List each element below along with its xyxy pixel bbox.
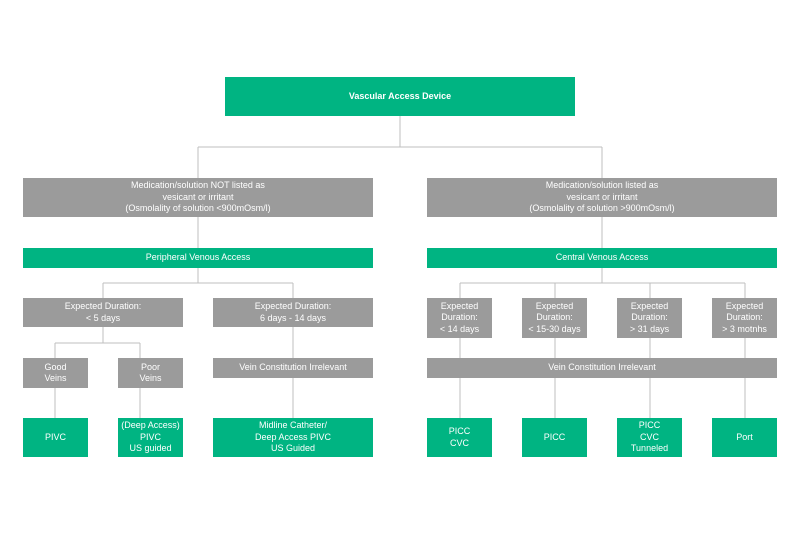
result-midline-catheter: Midline Catheter/ Deep Access PIVC US Gu… <box>213 418 373 457</box>
right-vein-irrelevant-node: Vein Constitution Irrelevant <box>427 358 777 378</box>
result-port: Port <box>712 418 777 457</box>
left-vein-irrelevant-node: Vein Constitution Irrelevant <box>213 358 373 378</box>
peripheral-access-node: Peripheral Venous Access <box>23 248 373 268</box>
duration-15-30-node: Expected Duration: < 15-30 days <box>522 298 587 338</box>
good-veins-node: Good Veins <box>23 358 88 388</box>
result-deep-access-pivc: (Deep Access) PIVC US guided <box>118 418 183 457</box>
result-picc-cvc: PICC CVC <box>427 418 492 457</box>
duration-under-14-node: Expected Duration: < 14 days <box>427 298 492 338</box>
central-access-node: Central Venous Access <box>427 248 777 268</box>
duration-over-3-months-node: Expected Duration: > 3 motnhs <box>712 298 777 338</box>
duration-mid-node: Expected Duration: 6 days - 14 days <box>213 298 373 327</box>
right-criteria-node: Medication/solution listed as vesicant o… <box>427 178 777 217</box>
result-picc-cvc-tunneled: PICC CVC Tunneled <box>617 418 682 457</box>
root-node: Vascular Access Device <box>225 77 575 116</box>
result-pivc: PIVC <box>23 418 88 457</box>
duration-short-node: Expected Duration: < 5 days <box>23 298 183 327</box>
result-picc: PICC <box>522 418 587 457</box>
left-criteria-node: Medication/solution NOT listed as vesica… <box>23 178 373 217</box>
duration-over-31-node: Expected Duration: > 31 days <box>617 298 682 338</box>
poor-veins-node: Poor Veins <box>118 358 183 388</box>
